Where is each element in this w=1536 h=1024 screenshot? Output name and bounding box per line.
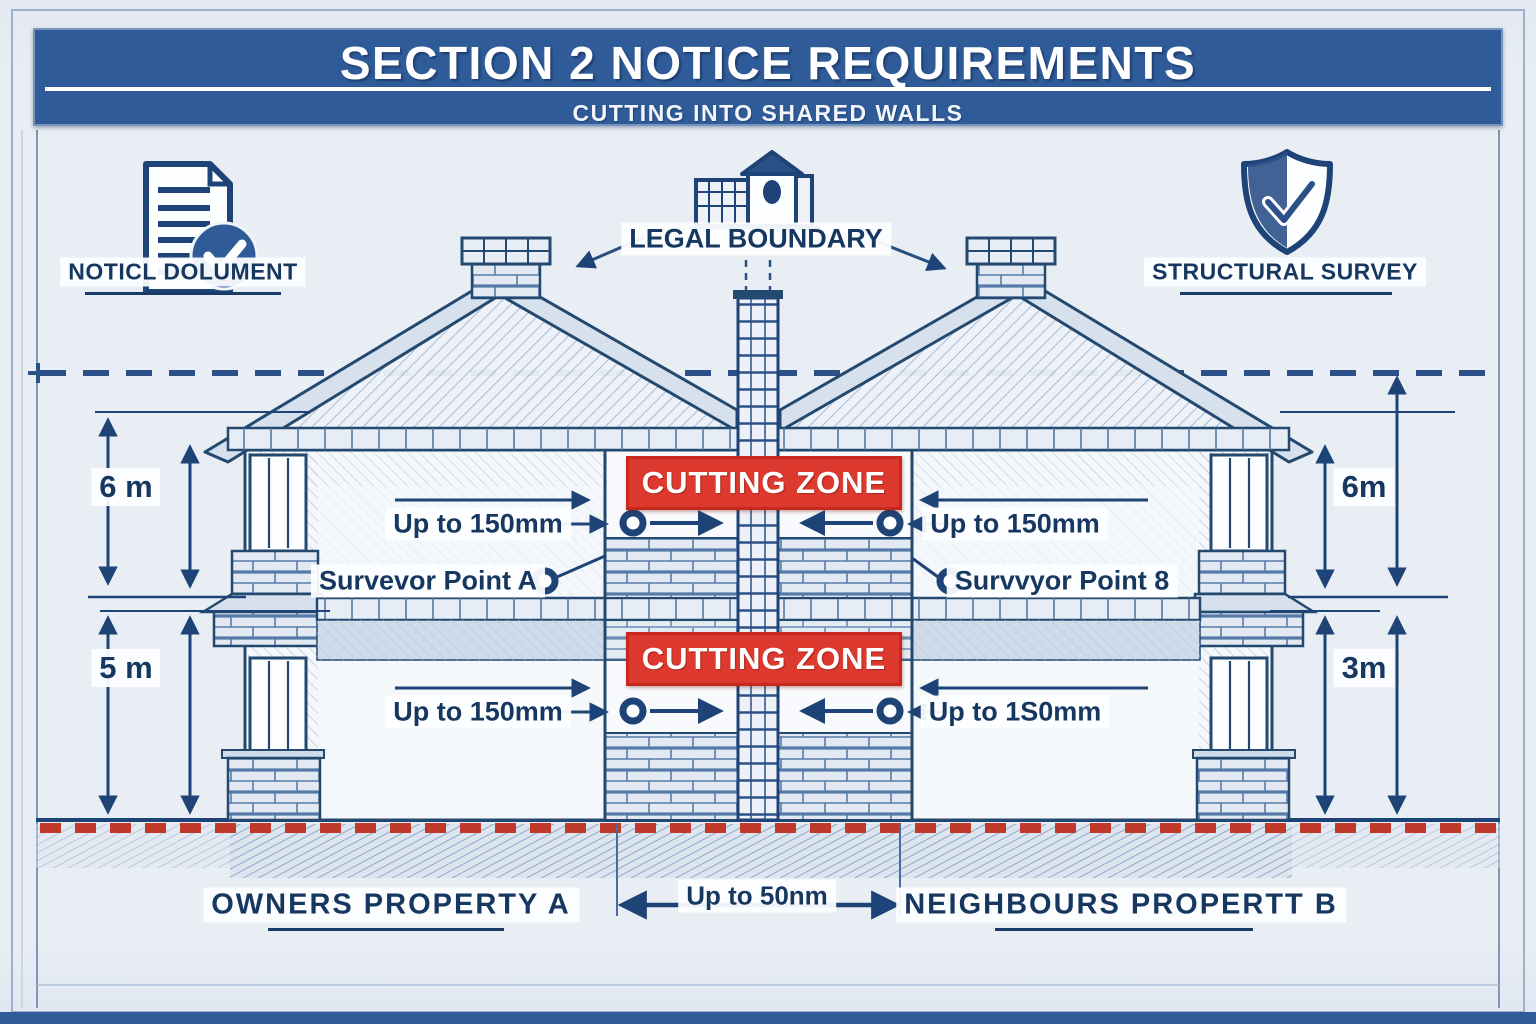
depth-label-upper-left: Up to 150mm	[385, 507, 571, 541]
property-b-underline	[995, 928, 1253, 931]
cutting-zone-banner-lower: CUTTING ZONE	[626, 632, 902, 686]
structural-survey-label: STRUCTURAL SURVEY	[1144, 257, 1426, 287]
legal-boundary-label: LEGAL BOUNDARY	[621, 222, 891, 256]
dimension-right-upper: 6m	[1333, 468, 1395, 506]
ledge-b	[1195, 610, 1305, 648]
depth-label-upper-right: Up to 150mm	[922, 507, 1108, 541]
pier-a	[226, 756, 322, 822]
property-a-underline	[268, 928, 504, 931]
dimension-left-upper: 6 m	[91, 468, 161, 506]
chimney-a	[460, 236, 552, 300]
cut-marker-upper-right	[876, 509, 904, 537]
cut-marker-lower-left	[619, 697, 647, 725]
surveyor-point-a-label: Survevor Point A	[310, 564, 546, 598]
house-icon	[690, 150, 820, 230]
ledge-a	[212, 610, 322, 648]
party-wall-zone	[603, 260, 914, 822]
cutting-zone-banner-upper: CUTTING ZONE	[626, 456, 902, 510]
pier-b	[1195, 756, 1291, 822]
gable-b	[784, 290, 1265, 428]
depth-label-lower-left: Up to 150mm	[385, 695, 571, 729]
gable-a	[252, 290, 733, 428]
cut-marker-lower-right	[876, 697, 904, 725]
wall-width-label: Up to 50nm	[678, 879, 836, 913]
window-a-lower	[248, 656, 308, 756]
party-wall-column	[733, 260, 783, 822]
cut-marker-upper-left	[619, 509, 647, 537]
header-divider	[45, 87, 1491, 91]
ridge-datum-line	[28, 363, 1500, 383]
chimney-b	[965, 236, 1057, 300]
cutting-annotations	[395, 490, 1148, 725]
bottom-blue-bar	[0, 1012, 1536, 1024]
page-subtitle: CUTTING INTO SHARED WALLS	[572, 100, 964, 126]
depth-label-lower-right: Up to 1S0mm	[920, 695, 1110, 729]
header-banner: SECTION 2 NOTICE REQUIREMENTS CUTTING IN…	[33, 28, 1503, 126]
ground-line	[36, 818, 1500, 878]
dimension-left-lower: 5 m	[91, 649, 161, 687]
property-b-label: NEIGHBOURS PROPERTT B	[896, 887, 1346, 923]
window-b-lower	[1209, 656, 1269, 756]
cutting-zone-upper-label: CUTTING ZONE	[641, 465, 887, 500]
surveyor-point-b-label: Survvyor Point 8	[946, 564, 1178, 598]
window-b-upper	[1209, 453, 1269, 553]
notice-document-label: NOTICL DOLUMENT	[60, 257, 306, 287]
structural-survey-icon	[1240, 148, 1335, 256]
dimension-right-lower: 3m	[1333, 649, 1395, 687]
window-a-upper	[248, 453, 308, 553]
property-a-label: OWNERS PROPERTY A	[203, 887, 579, 923]
structural-survey-underline	[1180, 292, 1392, 295]
cutting-zone-lower-label: CUTTING ZONE	[641, 641, 887, 676]
page-title: SECTION 2 NOTICE REQUIREMENTS	[339, 37, 1197, 89]
notice-document-underline	[85, 292, 281, 295]
